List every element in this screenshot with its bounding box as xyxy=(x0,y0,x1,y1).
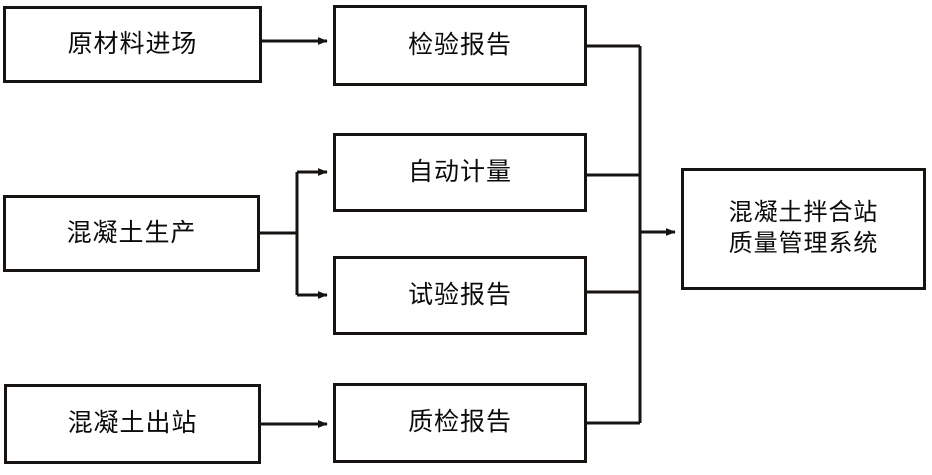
node-quality-management-system[interactable]: 混凝土拌合站 质量管理系统 xyxy=(681,168,926,290)
node-inspection-report[interactable]: 检验报告 xyxy=(333,5,587,86)
node-automatic-metering[interactable]: 自动计量 xyxy=(333,133,587,212)
node-label-raw-material-entry: 原材料进场 xyxy=(67,30,198,58)
node-label-quality-report: 质检报告 xyxy=(408,409,512,437)
node-concrete-production[interactable]: 混凝土生产 xyxy=(3,195,260,272)
node-label-concrete-production: 混凝土生产 xyxy=(66,219,197,247)
node-label-quality-management-system: 混凝土拌合站 质量管理系统 xyxy=(728,199,879,257)
node-label-automatic-metering: 自动计量 xyxy=(408,158,512,186)
node-quality-report[interactable]: 质检报告 xyxy=(333,383,587,463)
node-test-report[interactable]: 试验报告 xyxy=(333,256,587,335)
node-label-test-report: 试验报告 xyxy=(408,281,512,309)
node-concrete-dispatch[interactable]: 混凝土出站 xyxy=(4,384,261,464)
node-raw-material-entry[interactable]: 原材料进场 xyxy=(3,6,262,83)
edge-group xyxy=(260,37,676,428)
node-label-inspection-report: 检验报告 xyxy=(408,31,512,59)
node-label-concrete-dispatch: 混凝土出站 xyxy=(67,410,198,438)
